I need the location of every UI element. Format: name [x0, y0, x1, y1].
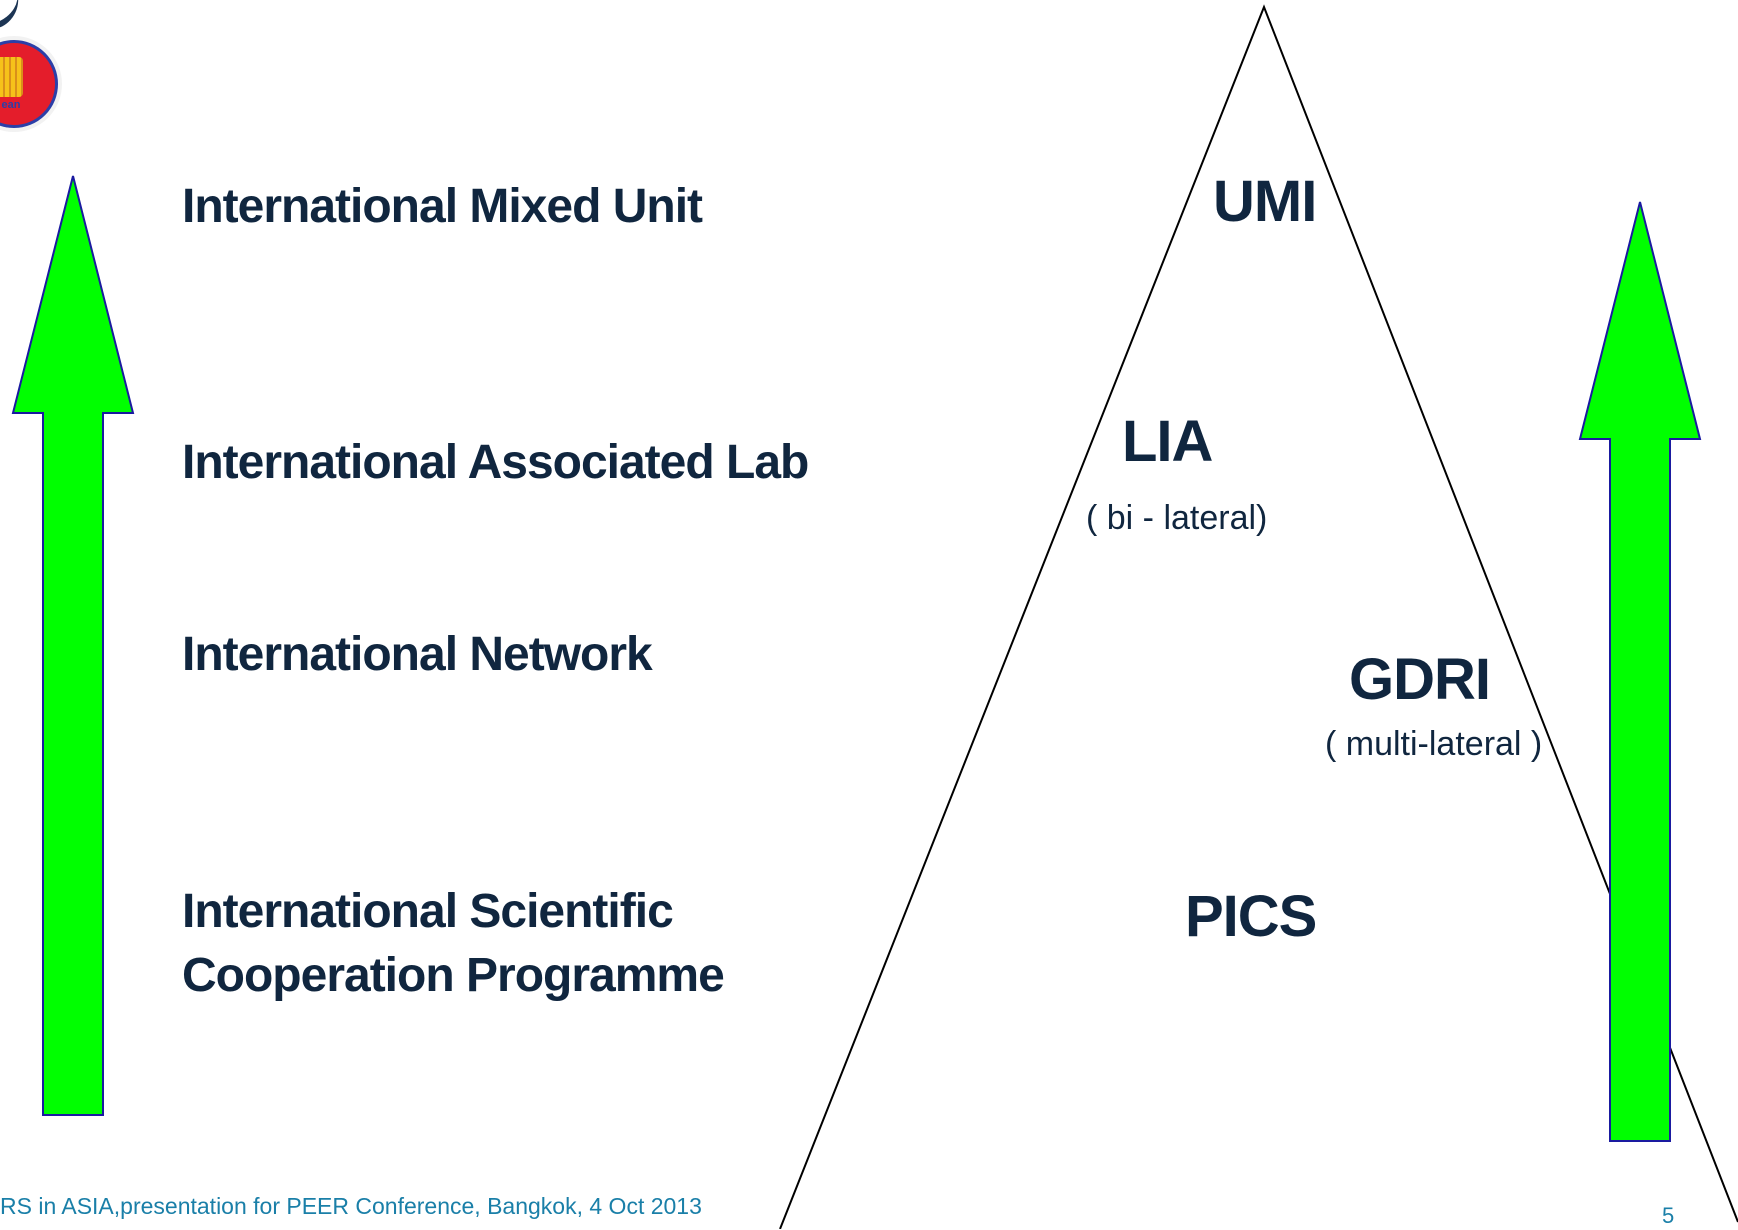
lia-label: LIA — [1122, 409, 1213, 474]
gdri-full-name: International Network — [182, 628, 653, 681]
lia-full-name: International Associated Lab — [182, 436, 809, 489]
page-number: 5 — [1662, 1203, 1675, 1228]
umi-full-name: International Mixed Unit — [182, 180, 703, 233]
footer-text: RS in ASIA,presentation for PEER Confere… — [0, 1193, 702, 1219]
rice-sheaf-emblem — [0, 57, 23, 97]
pyramid-triangle — [779, 4, 1738, 1229]
pics-full-name-line2: Cooperation Programme — [182, 949, 725, 1002]
umi-label: UMI — [1213, 169, 1317, 234]
gdri-label: GDRI — [1349, 647, 1491, 712]
right-up-arrow — [1578, 201, 1702, 1142]
pics-label: PICS — [1185, 884, 1317, 949]
pics-full-name-line1: International Scientific — [182, 885, 674, 938]
left-up-arrow — [11, 175, 135, 1116]
logo-text: ean — [1, 99, 21, 111]
lia-note: ( bi - lateral) — [1086, 499, 1268, 537]
gdri-note: ( multi-lateral ) — [1325, 725, 1543, 763]
